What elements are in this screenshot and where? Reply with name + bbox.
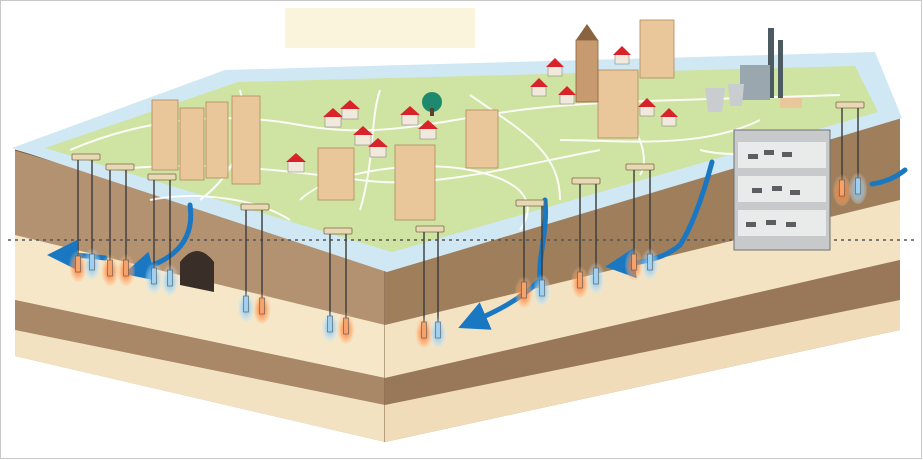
cold-well-screen-icon — [89, 253, 95, 271]
wellhead-icon — [515, 199, 545, 207]
church-tower-icon — [575, 24, 599, 103]
apartment-tower-icon — [151, 99, 179, 171]
apartment-tower-icon — [597, 69, 639, 139]
warm-well-screen-icon — [577, 271, 583, 289]
cold-well-screen-icon — [243, 295, 249, 313]
cold-well-screen-icon — [855, 177, 861, 195]
apartment-tower-icon — [394, 144, 436, 221]
wellhead-icon — [71, 153, 101, 161]
apartment-tower-icon — [179, 107, 205, 181]
apartment-tower-icon — [639, 19, 675, 79]
underground-car-park-icon — [733, 129, 831, 251]
wellhead-icon — [323, 227, 353, 235]
cold-well-screen-icon — [647, 253, 653, 271]
wellhead-icon — [415, 225, 445, 233]
tunnel-entrance-icon — [180, 251, 214, 292]
warm-well-screen-icon — [521, 281, 527, 299]
warm-well-screen-icon — [75, 255, 81, 273]
house-red-roof-icon — [613, 46, 631, 65]
wellhead-icon — [105, 163, 135, 171]
cold-well-screen-icon — [539, 279, 545, 297]
apartment-tower-icon — [205, 101, 229, 179]
warm-well-screen-icon — [343, 317, 349, 335]
warm-well-screen-icon — [421, 321, 427, 339]
warm-well-screen-icon — [839, 179, 845, 197]
cold-well-screen-icon — [167, 269, 173, 287]
wellhead-icon — [835, 101, 865, 109]
cold-well-screen-icon — [435, 321, 441, 339]
apartment-tower-icon — [465, 109, 499, 169]
wellhead-icon — [240, 203, 270, 211]
background-patch — [285, 8, 475, 48]
cold-well-screen-icon — [151, 267, 157, 285]
warm-well-screen-icon — [631, 253, 637, 271]
apartment-tower-icon — [317, 147, 355, 201]
wellhead-icon — [625, 163, 655, 171]
wellhead-icon — [571, 177, 601, 185]
cold-well-screen-icon — [327, 315, 333, 333]
cold-well-screen-icon — [593, 267, 599, 285]
warm-well-screen-icon — [123, 259, 129, 277]
apartment-tower-icon — [231, 95, 261, 185]
wellhead-icon — [147, 173, 177, 181]
warm-well-screen-icon — [259, 297, 265, 315]
warm-well-screen-icon — [107, 259, 113, 277]
